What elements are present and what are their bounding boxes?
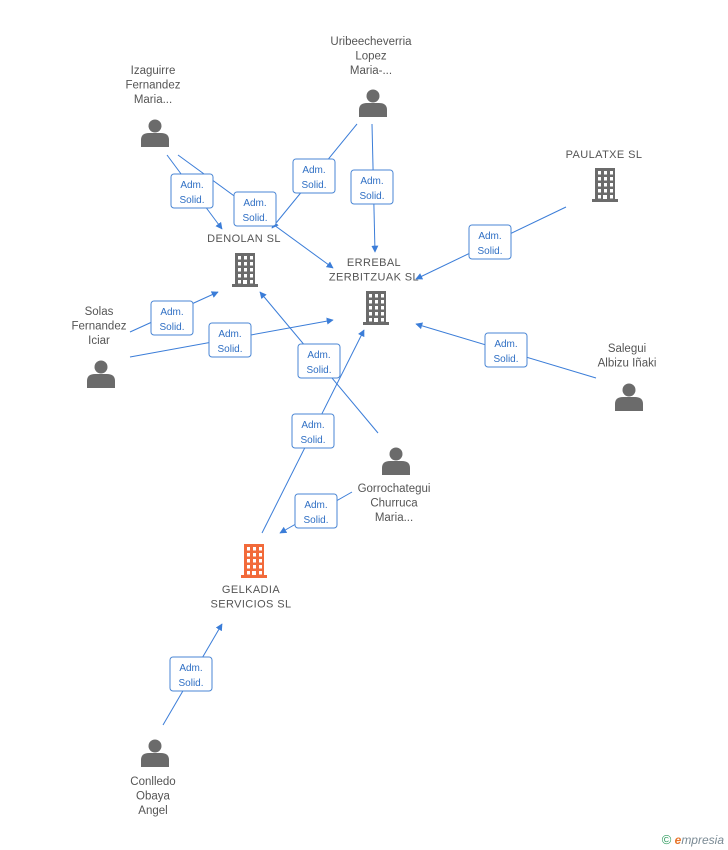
- node-label: Izaguirre: [131, 65, 176, 77]
- node-label: Salegui: [608, 343, 646, 355]
- node-label: PAULATXE SL: [566, 149, 643, 161]
- person-icon: [382, 447, 410, 475]
- node-label: Gorrochategui: [358, 483, 431, 495]
- role-badge-text: Solid.: [179, 195, 204, 206]
- role-badge-text: Adm.: [304, 500, 327, 511]
- node-label: Obaya: [136, 791, 170, 803]
- person-icon: [141, 119, 169, 147]
- node-label: DENOLAN SL: [207, 233, 281, 245]
- role-badge-text: Adm.: [180, 180, 203, 191]
- role-badge[interactable]: Adm. Solid.: [297, 343, 341, 379]
- role-badge-box: [169, 656, 213, 692]
- role-badge-text: Solid.: [301, 180, 326, 191]
- person-icon: [141, 739, 169, 767]
- role-badge[interactable]: Adm. Solid.: [292, 158, 336, 194]
- node-label: Churruca: [370, 498, 418, 510]
- role-badge-text: Adm.: [243, 198, 266, 209]
- role-badge-text: Solid.: [217, 344, 242, 355]
- role-badge-text: Solid.: [477, 246, 502, 257]
- building-icon: [363, 291, 389, 325]
- role-badge[interactable]: Adm. Solid.: [484, 332, 528, 368]
- role-badge-box: [484, 332, 528, 368]
- role-badge[interactable]: Adm. Solid.: [291, 413, 335, 449]
- role-badge-box: [208, 322, 252, 358]
- building-icon: [592, 168, 618, 202]
- role-badge[interactable]: Adm. Solid.: [294, 493, 338, 529]
- node-label: Maria-...: [350, 65, 392, 77]
- role-badge[interactable]: Adm. Solid.: [169, 656, 213, 692]
- role-badge-box: [150, 300, 194, 336]
- node-label: Fernandez: [126, 80, 181, 92]
- role-badge[interactable]: Adm. Solid.: [233, 191, 277, 227]
- node-izaguirre[interactable]: IzaguirreFernandezMaria...: [126, 65, 181, 147]
- node-label: GELKADIA: [222, 584, 280, 596]
- role-badge-text: Solid.: [303, 515, 328, 526]
- building-icon: [232, 253, 258, 287]
- role-badge-box: [294, 493, 338, 529]
- role-badge-box: [350, 169, 394, 205]
- node-denolan[interactable]: DENOLAN SL: [207, 233, 281, 287]
- node-label: ERREBAL: [347, 257, 401, 269]
- role-badge-text: Solid.: [306, 365, 331, 376]
- node-errebal[interactable]: ERREBAL ZERBITZUAK SL: [329, 257, 419, 325]
- badges-layer: Adm. Solid. Adm. Solid. Adm. Solid. Adm. Solid.…: [150, 158, 528, 692]
- node-gorrochategui[interactable]: GorrochateguiChurrucaMaria...: [358, 447, 431, 525]
- role-badge-text: Adm.: [307, 350, 330, 361]
- role-badge-text: Adm.: [478, 231, 501, 242]
- role-badge-box: [292, 158, 336, 194]
- building-icon: [241, 544, 267, 578]
- role-badge-text: Solid.: [242, 213, 267, 224]
- role-badge-box: [291, 413, 335, 449]
- node-label: Uribeecheverria: [330, 36, 412, 48]
- role-badge-text: Adm.: [494, 339, 517, 350]
- node-label: SERVICIOS SL: [210, 599, 291, 611]
- node-uribeecheverria[interactable]: UribeecheverriaLopezMaria-...: [330, 36, 412, 117]
- role-badge-text: Adm.: [160, 307, 183, 318]
- edges-layer: [129, 123, 597, 726]
- footer-brand[interactable]: © empresia: [662, 832, 724, 847]
- role-badge-text: Adm.: [301, 420, 324, 431]
- role-badge-box: [468, 224, 512, 260]
- role-badge[interactable]: Adm. Solid.: [468, 224, 512, 260]
- person-icon: [359, 89, 387, 117]
- copyright-icon: ©: [661, 832, 672, 847]
- role-badge[interactable]: Adm. Solid.: [350, 169, 394, 205]
- node-gelkadia[interactable]: GELKADIA SERVICIOS SL: [210, 544, 291, 611]
- node-label: Solas: [85, 306, 114, 318]
- person-icon: [615, 383, 643, 411]
- node-label: Fernandez: [72, 321, 127, 333]
- role-badge[interactable]: Adm. Solid.: [170, 173, 214, 209]
- node-label: Lopez: [355, 51, 387, 63]
- nodes-layer: GELKADIA SERVICIOS SL ERREBAL ZERBITZUAK SL…: [72, 36, 657, 817]
- node-paulatxe[interactable]: PAULATXE SL: [566, 149, 643, 202]
- brand-logo-text: mpresia: [681, 833, 724, 847]
- node-label: Maria...: [134, 94, 172, 106]
- node-label: Angel: [138, 805, 167, 817]
- role-badge-text: Solid.: [178, 678, 203, 689]
- role-badge-text: Solid.: [300, 435, 325, 446]
- brand-logo-initial: e: [674, 833, 682, 847]
- node-label: Iciar: [88, 335, 110, 347]
- role-badge-text: Adm.: [218, 329, 241, 340]
- node-label: Conlledo: [130, 776, 175, 788]
- role-badge-text: Adm.: [179, 663, 202, 674]
- node-label: Albizu Iñaki: [598, 358, 657, 370]
- role-badge[interactable]: Adm. Solid.: [208, 322, 252, 358]
- role-badge-box: [297, 343, 341, 379]
- role-badge-text: Solid.: [359, 191, 384, 202]
- node-label: ZERBITZUAK SL: [329, 272, 419, 284]
- role-badge-text: Solid.: [159, 322, 184, 333]
- role-badge-box: [233, 191, 277, 227]
- role-badge[interactable]: Adm. Solid.: [150, 300, 194, 336]
- person-icon: [87, 360, 115, 388]
- role-badge-text: Adm.: [360, 176, 383, 187]
- node-label: Maria...: [375, 512, 413, 524]
- role-badge-box: [170, 173, 214, 209]
- role-badge-text: Adm.: [302, 165, 325, 176]
- role-badge-text: Solid.: [493, 354, 518, 365]
